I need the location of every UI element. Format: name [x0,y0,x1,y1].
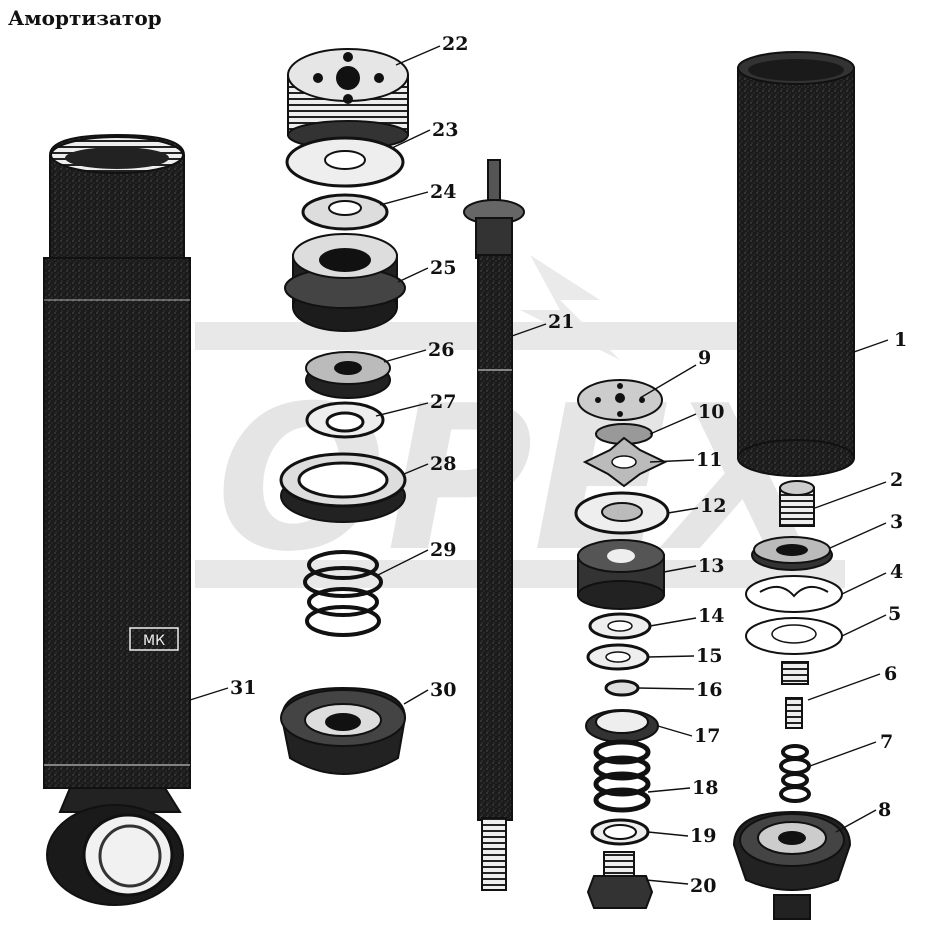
part-6-valve-stem [781,661,809,729]
label-27: 27 [430,391,456,413]
label-17: 17 [694,725,720,747]
label-12: 12 [700,495,726,517]
part-31-reservoir-tube: МК [43,133,191,906]
part-15-washer [586,643,650,671]
label-8: 8 [878,799,891,821]
label-28: 28 [430,453,456,475]
part-20-piston-nut [586,851,654,909]
part-23-washer [285,136,405,188]
part-7-spring [779,744,811,803]
label-3: 3 [890,511,903,533]
part-29-spring [303,550,383,637]
label-16: 16 [696,679,722,701]
part-28-ring [279,452,407,523]
label-18: 18 [692,777,718,799]
label-30: 30 [430,679,456,701]
label-2: 2 [890,469,903,491]
label-22: 22 [442,33,468,55]
label-5: 5 [888,603,901,625]
label-21: 21 [548,311,574,333]
part-16-ring [604,679,640,697]
part-25-guide-bushing [284,233,406,332]
part-14-washer [588,612,652,640]
part-4-spring-plate [745,575,843,613]
label-26: 26 [428,339,454,361]
watermark-bar-top [195,322,845,350]
label-20: 20 [690,875,716,897]
watermark-bolt [520,255,620,360]
diagram-title: Амортизатор [8,6,162,30]
part-9-valve-plate [577,379,663,421]
label-6: 6 [884,663,897,685]
label-11: 11 [696,449,722,471]
leader-lines [189,45,889,885]
label-9: 9 [698,347,711,369]
label-1: 1 [894,329,907,351]
label-25: 25 [430,257,456,279]
part-18-spring [593,739,651,813]
part-22-guide-nut [287,48,409,150]
label-31: 31 [230,677,256,699]
label-15: 15 [696,645,722,667]
part-17-spring-seat [585,709,659,743]
label-23: 23 [432,119,458,141]
part-labels: 1 2 3 4 5 6 7 8 9 10 11 12 13 14 15 16 1… [230,33,907,897]
stamp-box [129,627,179,651]
label-24: 24 [430,181,456,203]
label-29: 29 [430,539,456,561]
part-21-piston-rod [463,159,525,891]
part-27-washer [305,401,385,439]
stamp-text: МК [143,633,165,649]
part-19-washer [590,818,650,846]
label-7: 7 [880,731,893,753]
part-13-piston [577,539,665,610]
part-5-valve-disc [745,617,843,655]
part-1-dust-cover [737,51,855,477]
part-2-valve-body [779,480,815,527]
label-19: 19 [690,825,716,847]
part-24-seal [301,193,389,231]
label-14: 14 [698,605,724,627]
part-30-base-cap [280,686,407,775]
label-13: 13 [698,555,724,577]
label-4: 4 [890,561,903,583]
part-3-nut [751,536,833,571]
part-8-compression-valve-body [732,810,852,920]
part-26-bushing [305,351,391,399]
label-10: 10 [698,401,724,423]
part-12-valve-disc [574,491,670,535]
